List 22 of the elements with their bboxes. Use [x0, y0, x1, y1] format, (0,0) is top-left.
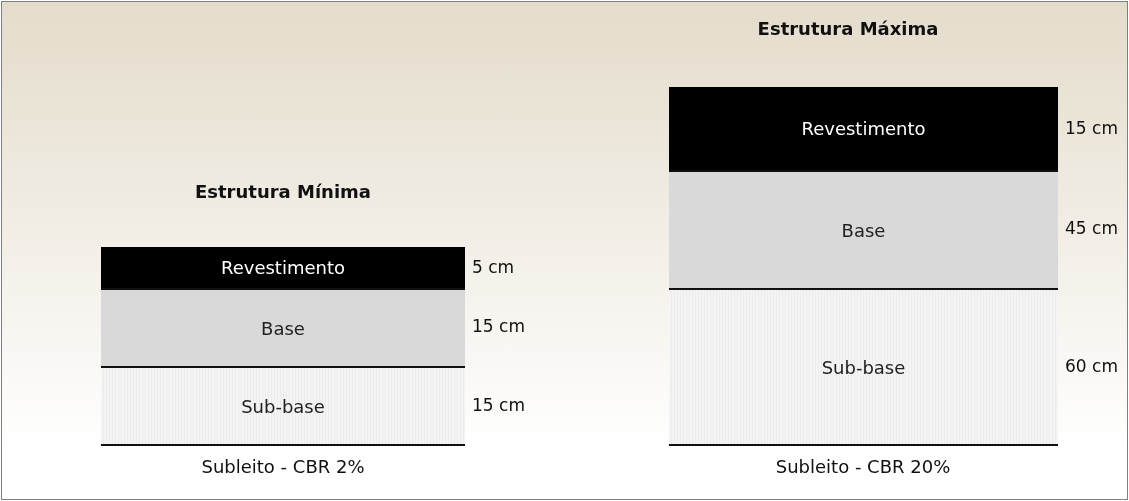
subbase-layer	[101, 366, 465, 446]
surface-layer	[669, 87, 1058, 170]
layer-name: Revestimento	[801, 118, 926, 139]
base-layer	[101, 288, 465, 366]
layer-name: Sub-base	[241, 395, 325, 417]
structure-title: Estrutura Máxima	[757, 18, 939, 39]
base-layer	[669, 170, 1058, 288]
thickness-label: 15 cm	[1065, 117, 1118, 138]
layer-name: Base	[261, 317, 305, 339]
layer-name: Revestimento	[221, 257, 345, 278]
layer-name: Base	[841, 219, 886, 241]
subgrade-label: Subleito - CBR 2%	[201, 456, 365, 477]
thickness-label: 15 cm	[472, 316, 525, 336]
subbase-layer	[669, 288, 1058, 446]
layer-name: Sub-base	[821, 356, 906, 378]
subgrade-label: Subleito - CBR 20%	[775, 456, 951, 477]
thickness-label: 45 cm	[1065, 218, 1118, 238]
structure-title: Estrutura Mínima	[195, 181, 371, 202]
thickness-label: 15 cm	[472, 395, 525, 415]
thickness-label: 5 cm	[472, 256, 515, 277]
thickness-label: 60 cm	[1065, 356, 1118, 376]
surface-layer	[101, 247, 465, 288]
